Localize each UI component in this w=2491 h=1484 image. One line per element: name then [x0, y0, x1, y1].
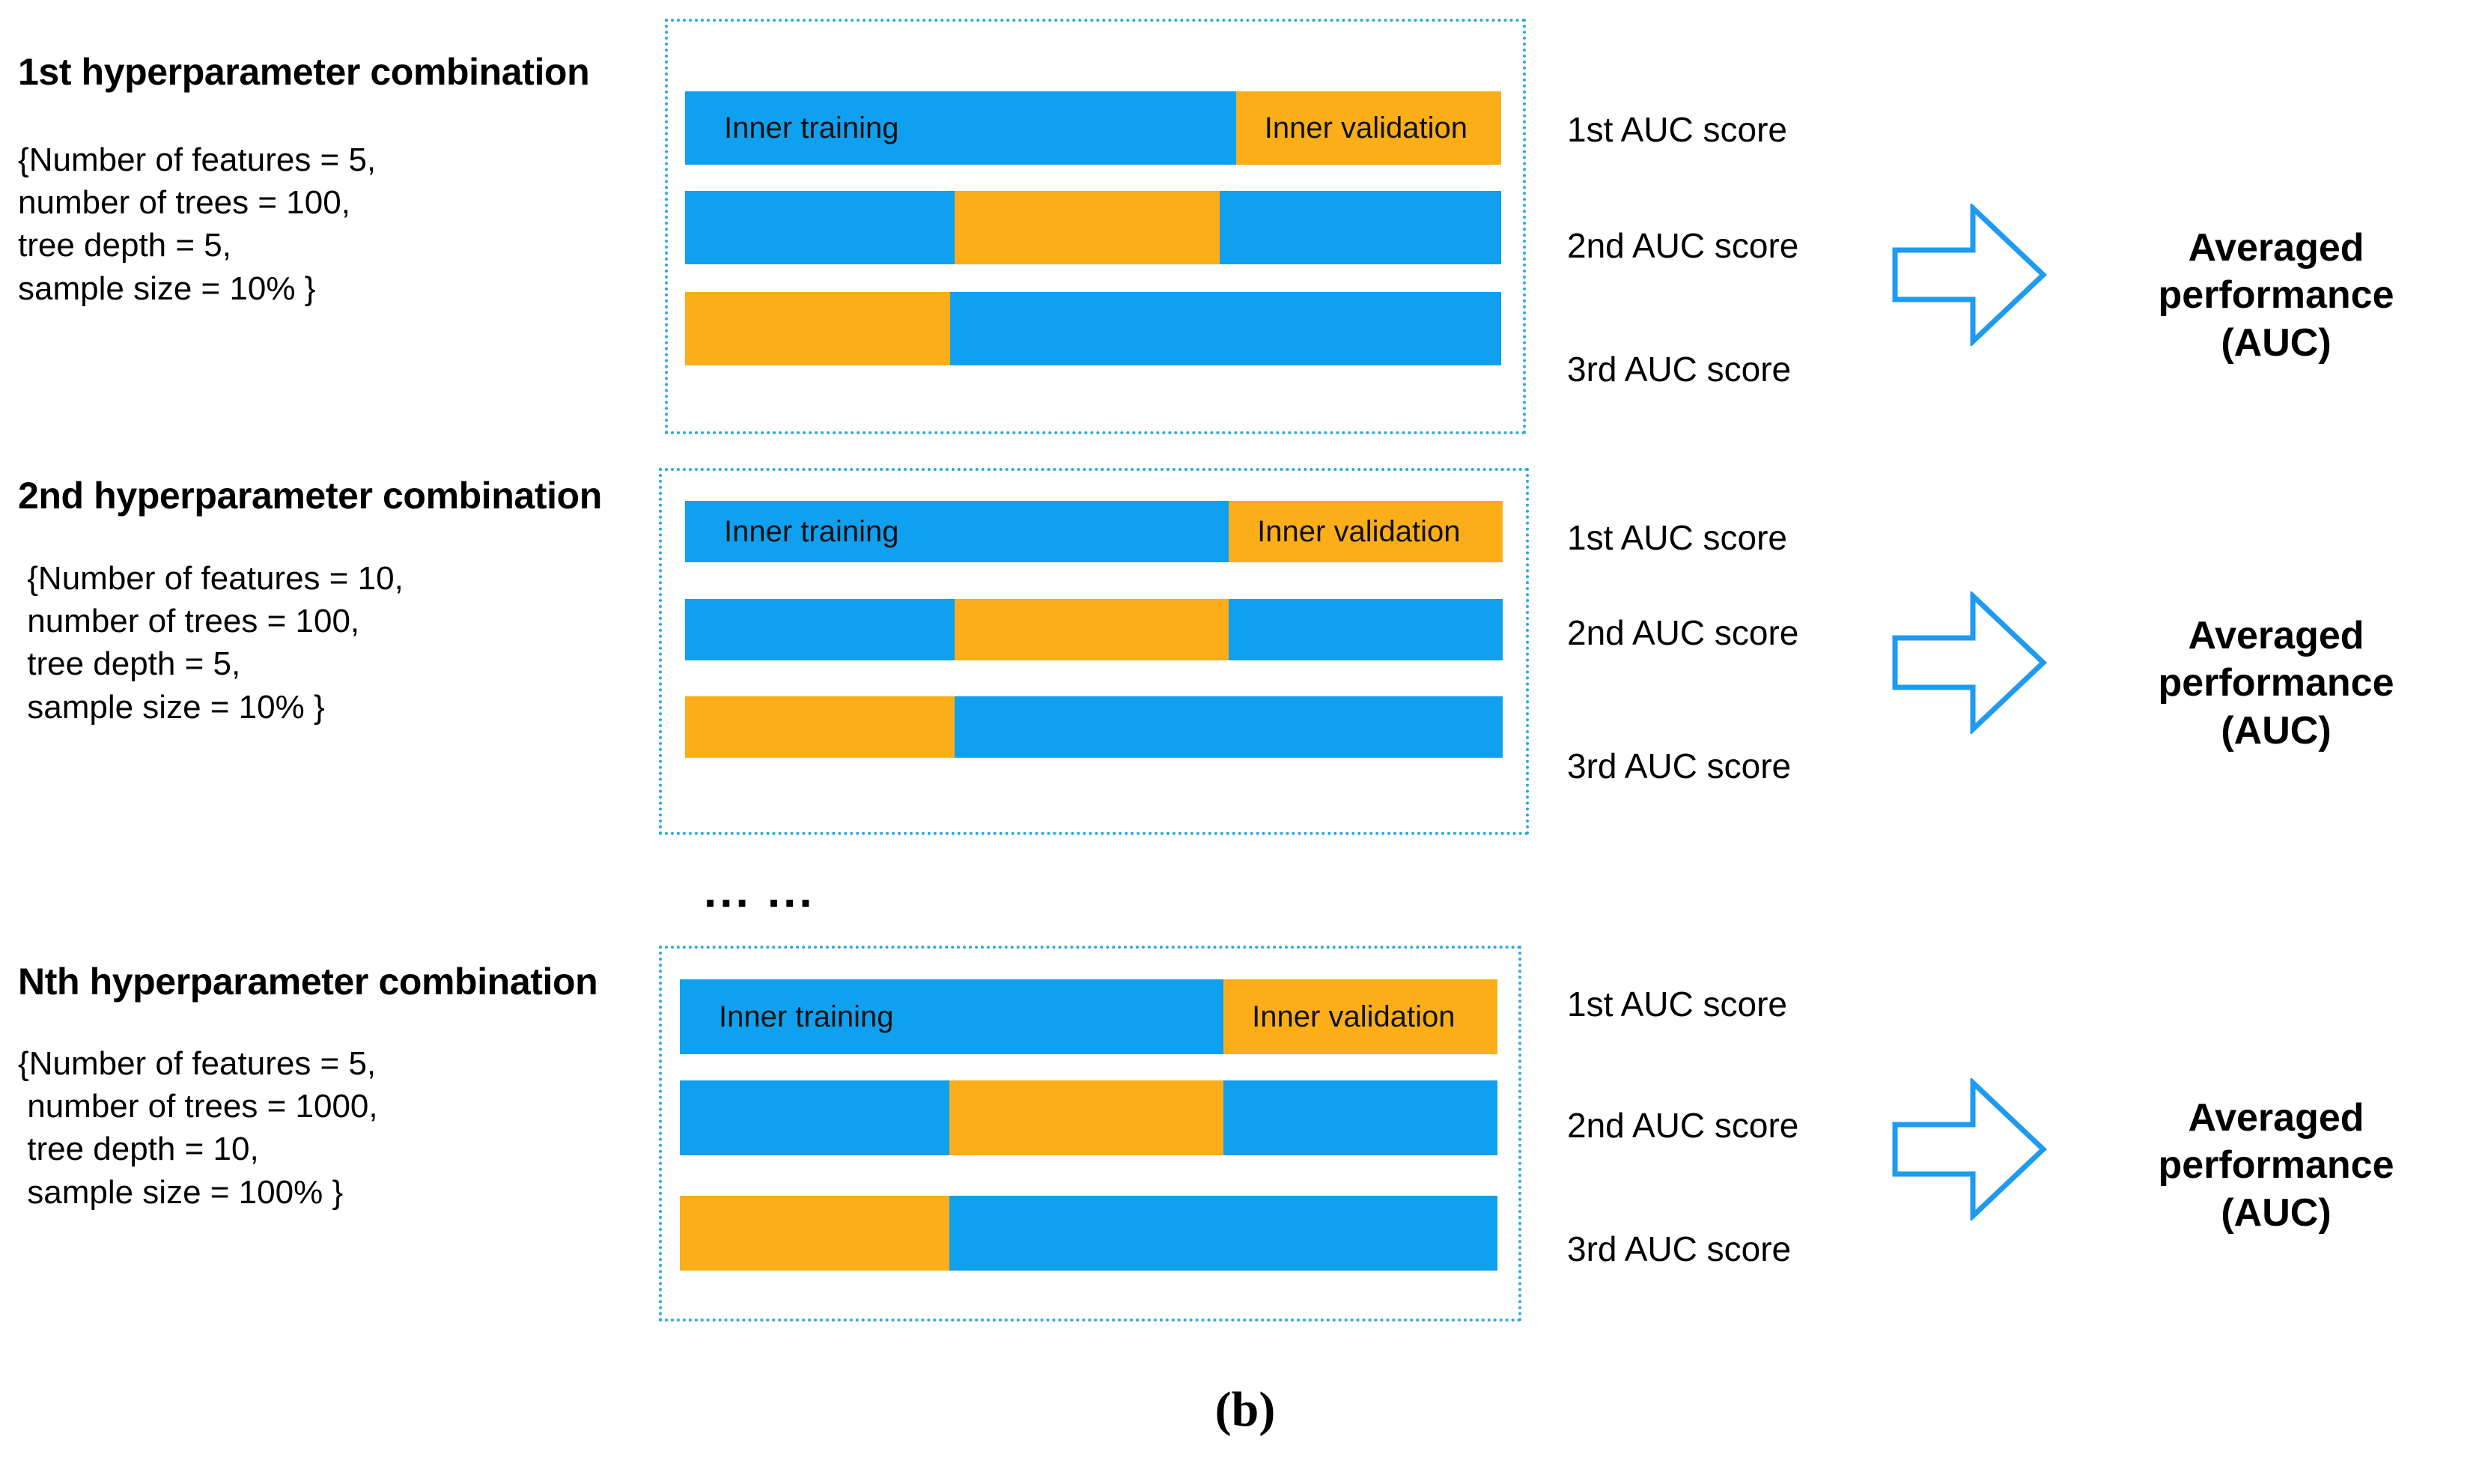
block-1-title: 1st hyperparameter combination [18, 51, 590, 93]
segment-inner-training [949, 1196, 1497, 1271]
block-2-auc-label-1: 1st AUC score [1567, 518, 1787, 557]
block-1-auc-label-1: 1st AUC score [1567, 110, 1787, 149]
block-2-params: {Number of features = 10, number of tree… [27, 560, 404, 726]
block-3-fold-2 [680, 1080, 1497, 1155]
block-2-cv-group [659, 468, 1529, 835]
segment-label: Inner validation [1264, 111, 1468, 145]
segment-inner-training [950, 292, 1501, 365]
block-3-averaged-performance: Averaged performance (AUC) [2158, 1096, 2394, 1235]
segment-inner-validation: Inner validation [1229, 501, 1503, 562]
segment-inner-training [1223, 1080, 1497, 1155]
segment-inner-training [955, 696, 1503, 758]
block-3-fold-1: Inner training Inner validation [680, 979, 1497, 1054]
block-2-arrow [1891, 592, 2048, 734]
block-3-arrow [1891, 1078, 2048, 1220]
segment-inner-validation: Inner validation [1223, 979, 1497, 1054]
block-1-fold-2 [685, 191, 1501, 264]
block-2-averaged-performance: Averaged performance (AUC) [2158, 614, 2394, 752]
segment-inner-validation [949, 1080, 1224, 1155]
block-3-auc-label-3: 3rd AUC score [1567, 1229, 1792, 1268]
segment-inner-validation [680, 1196, 950, 1271]
block-3-title: Nth hyperparameter combination [18, 961, 598, 1003]
block-3-auc-label-2: 2nd AUC score [1567, 1106, 1799, 1145]
block-1-auc-label-2: 2nd AUC score [1567, 226, 1799, 265]
block-2-title: 2nd hyperparameter combination [18, 475, 602, 517]
block-1-params: {Number of features = 5, number of trees… [18, 142, 377, 307]
segment-inner-training [1229, 599, 1503, 660]
segment-inner-validation: Inner validation [1235, 91, 1501, 165]
segment-label: Inner training [724, 111, 899, 145]
segment-inner-training: Inner training [685, 501, 1229, 562]
block-1-fold-3 [685, 292, 1501, 365]
block-1-fold-1: Inner training Inner validation [685, 91, 1501, 165]
block-3-auc-label-1: 1st AUC score [1567, 985, 1787, 1024]
segment-inner-training [680, 1080, 950, 1155]
block-1-cv-group [665, 19, 1526, 434]
figure-caption: (b) [1214, 1382, 1276, 1437]
segment-label: Inner validation [1252, 1000, 1456, 1033]
segment-inner-training: Inner training [680, 979, 1224, 1054]
segment-inner-validation [954, 191, 1220, 264]
sequence-ellipsis: ... ... [704, 866, 815, 917]
block-1-arrow [1891, 204, 2048, 346]
segment-inner-validation [955, 599, 1229, 660]
segment-label: Inner validation [1257, 514, 1461, 548]
segment-inner-validation [685, 696, 955, 758]
block-2-fold-1: Inner training Inner validation [685, 501, 1503, 562]
right-arrow-icon [1892, 592, 2048, 734]
block-1-averaged-performance: Averaged performance (AUC) [2158, 226, 2394, 365]
segment-label: Inner training [719, 1000, 894, 1033]
segment-inner-training [685, 191, 955, 264]
segment-inner-training [1219, 191, 1501, 264]
block-2-auc-label-2: 2nd AUC score [1567, 613, 1799, 652]
block-2-auc-label-3: 3rd AUC score [1567, 746, 1792, 785]
segment-inner-validation [685, 292, 951, 365]
block-2-fold-2 [685, 599, 1503, 660]
block-3-fold-3 [680, 1196, 1497, 1271]
right-arrow-icon [1892, 204, 2048, 346]
right-arrow-icon [1892, 1078, 2048, 1220]
block-3-params: {Number of features = 5, number of trees… [18, 1045, 378, 1211]
block-2-fold-3 [685, 696, 1503, 758]
segment-inner-training [685, 599, 955, 660]
block-1-auc-label-3: 3rd AUC score [1567, 350, 1792, 389]
block-3-cv-group [659, 946, 1521, 1322]
segment-label: Inner training [724, 514, 899, 548]
segment-inner-training: Inner training [685, 91, 1236, 165]
